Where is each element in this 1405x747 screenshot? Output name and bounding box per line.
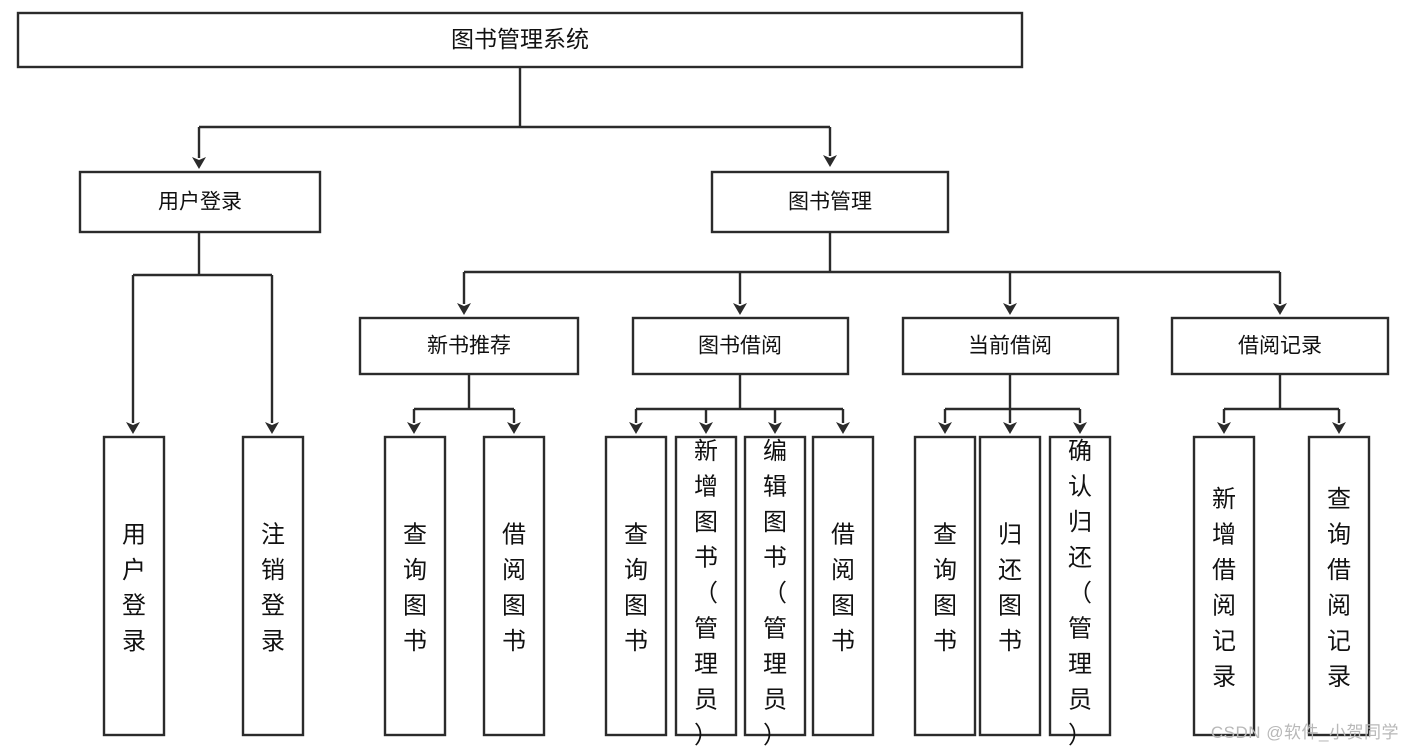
node-borrow-record-label: 借阅记录 (1238, 335, 1322, 358)
leaf-user-login-0[interactable]: 用户登录 (102, 435, 166, 737)
leaf-user-login-1[interactable]: 注销登录 (241, 435, 305, 737)
leaf-book-borrow-1[interactable]: 新增图书（管理员） (674, 435, 738, 747)
node-book-management[interactable]: 图书管理 (710, 170, 950, 234)
leaf-current-borrow-2-box[interactable] (1048, 435, 1112, 737)
node-book-management-box[interactable] (710, 170, 950, 234)
node-borrow-record[interactable]: 借阅记录 (1170, 316, 1390, 376)
leaf-user-login-0-label: 用户登录 (122, 522, 146, 656)
node-current-borrow[interactable]: 当前借阅 (901, 316, 1120, 376)
leaf-new-book-1[interactable]: 借阅图书 (482, 435, 546, 737)
leaf-current-borrow-0[interactable]: 查询图书 (913, 435, 977, 737)
node-user-login-box[interactable] (78, 170, 322, 234)
node-book-management-label: 图书管理 (788, 191, 872, 214)
node-current-borrow-label: 当前借阅 (968, 335, 1052, 358)
leaf-user-login-1-label: 注销登录 (261, 522, 285, 656)
leaf-borrow-record-1-label: 查询借阅记录 (1327, 486, 1351, 691)
node-current-borrow-box[interactable] (901, 316, 1120, 376)
node-root-box[interactable] (16, 11, 1024, 69)
leaf-user-login-1-box[interactable] (241, 435, 305, 737)
leaf-new-book-0[interactable]: 查询图书 (383, 435, 447, 737)
node-root[interactable]: 图书管理系统 (16, 11, 1024, 69)
leaf-book-borrow-0[interactable]: 查询图书 (604, 435, 668, 737)
leaf-current-borrow-2[interactable]: 确认归还（管理员） (1048, 435, 1112, 747)
leaf-book-borrow-1-label: 新增图书（管理员） (694, 438, 718, 747)
leaf-borrow-record-1-box[interactable] (1307, 435, 1371, 737)
node-root-label: 图书管理系统 (451, 26, 589, 52)
leaf-current-borrow-0-box[interactable] (913, 435, 977, 737)
leaf-book-borrow-2-box[interactable] (743, 435, 807, 737)
leaf-new-book-0-box[interactable] (383, 435, 447, 737)
leaf-user-login-0-box[interactable] (102, 435, 166, 737)
connector-layer (126, 67, 1346, 434)
node-user-login-label: 用户登录 (158, 191, 242, 214)
node-new-book-recommend-box[interactable] (358, 316, 580, 376)
node-user-login[interactable]: 用户登录 (78, 170, 322, 234)
leaf-book-borrow-0-label: 查询图书 (624, 522, 648, 656)
leaf-current-borrow-1[interactable]: 归还图书 (978, 435, 1042, 737)
leaf-book-borrow-0-box[interactable] (604, 435, 668, 737)
node-new-book-recommend-label: 新书推荐 (427, 335, 511, 358)
node-book-borrow-label: 图书借阅 (698, 335, 782, 358)
leaf-book-borrow-3-label: 借阅图书 (831, 522, 855, 656)
leaf-book-borrow-2-label: 编辑图书（管理员） (763, 438, 787, 747)
node-borrow-record-box[interactable] (1170, 316, 1390, 376)
leaf-book-borrow-3-box[interactable] (811, 435, 875, 737)
leaf-new-book-1-box[interactable] (482, 435, 546, 737)
leaf-book-borrow-1-box[interactable] (674, 435, 738, 737)
leaf-current-borrow-1-label: 归还图书 (998, 522, 1022, 656)
leaf-current-borrow-2-label: 确认归还（管理员） (1068, 438, 1092, 747)
leaf-borrow-record-0-label: 新增借阅记录 (1212, 486, 1236, 691)
leaf-borrow-record-0[interactable]: 新增借阅记录 (1192, 435, 1256, 737)
leaf-current-borrow-1-box[interactable] (978, 435, 1042, 737)
node-book-borrow-box[interactable] (631, 316, 850, 376)
leaf-borrow-record-0-box[interactable] (1192, 435, 1256, 737)
leaf-book-borrow-2[interactable]: 编辑图书（管理员） (743, 435, 807, 747)
leaf-book-borrow-3[interactable]: 借阅图书 (811, 435, 875, 737)
leaf-new-book-1-label: 借阅图书 (502, 522, 526, 656)
leaf-new-book-0-label: 查询图书 (403, 522, 427, 656)
node-book-borrow[interactable]: 图书借阅 (631, 316, 850, 376)
leaf-current-borrow-0-label: 查询图书 (933, 522, 957, 656)
leaf-borrow-record-1[interactable]: 查询借阅记录 (1307, 435, 1371, 737)
node-new-book-recommend[interactable]: 新书推荐 (358, 316, 580, 376)
